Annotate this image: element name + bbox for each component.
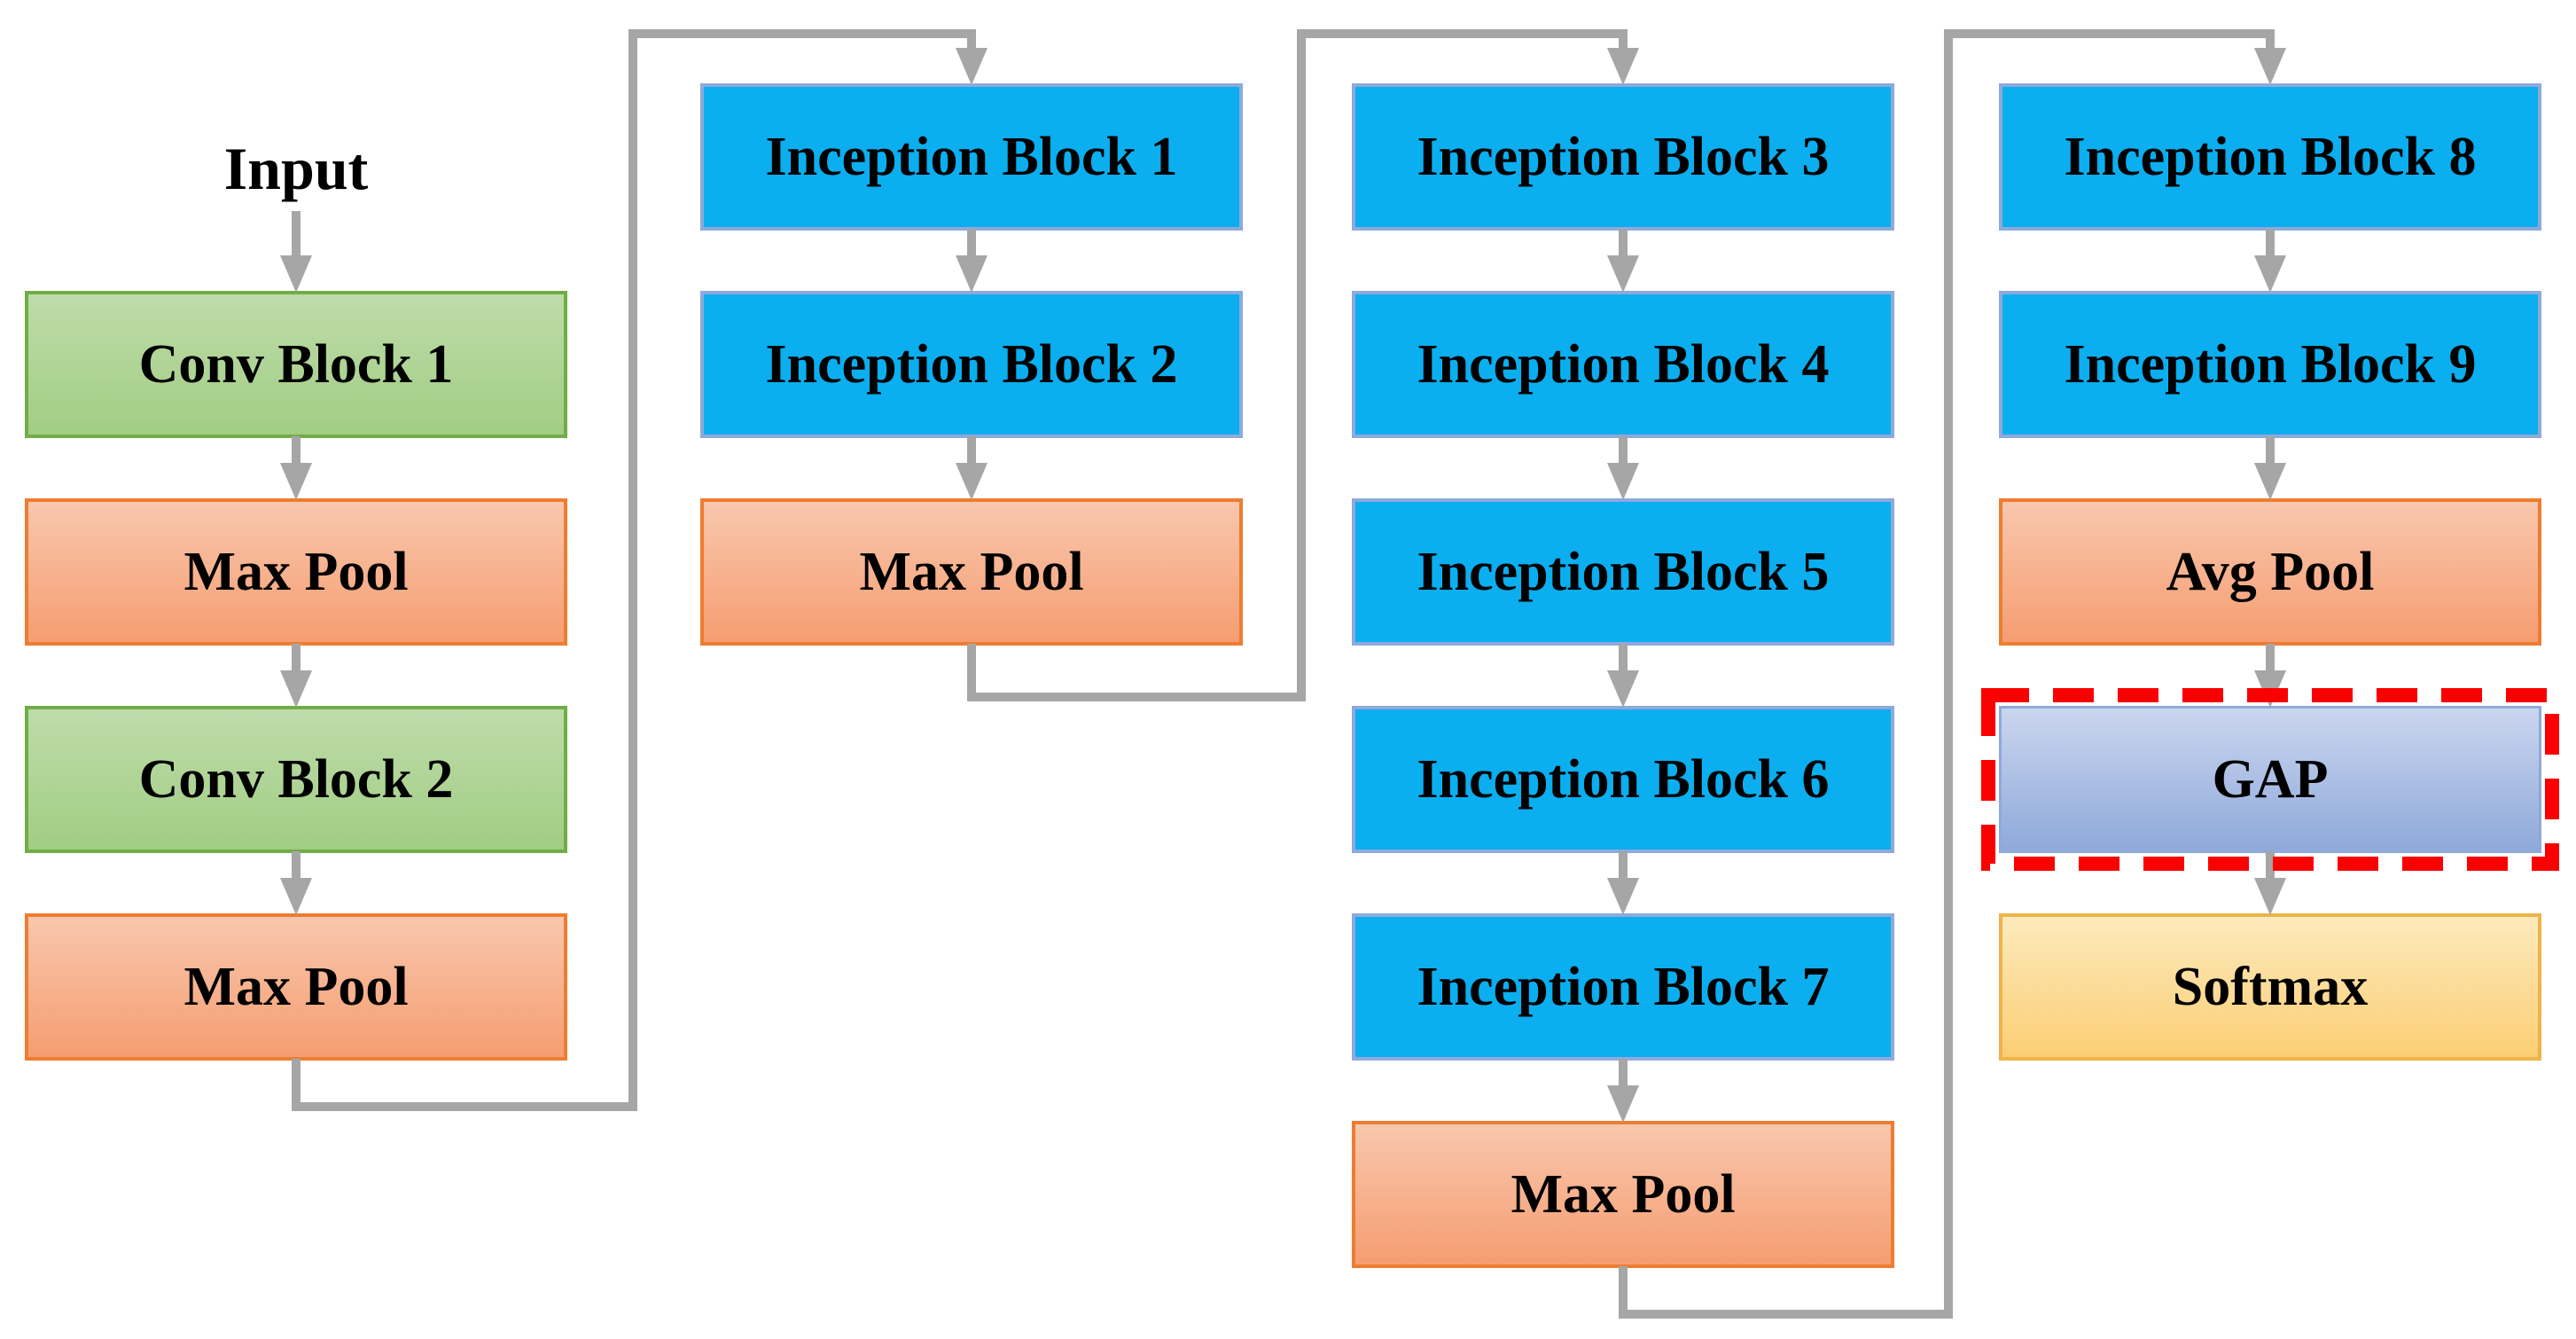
- block-gap: GAP: [1999, 706, 2541, 853]
- block-inception-block-4: Inception Block 4: [1352, 291, 1894, 438]
- block-label: Inception Block 7: [1417, 957, 1830, 1017]
- block-label: Inception Block 2: [765, 334, 1178, 395]
- flow-arrow-head: [2254, 463, 2286, 500]
- block-avg-pool: Avg Pool: [1999, 498, 2541, 646]
- flow-arrow-head: [1607, 255, 1639, 293]
- flow-arrow-input-head: [280, 255, 312, 293]
- flow-arrow-head: [1607, 463, 1639, 500]
- block-label: Inception Block 8: [2064, 127, 2477, 187]
- block-max-pool: Max Pool: [1352, 1121, 1894, 1268]
- block-label: Inception Block 1: [765, 127, 1178, 187]
- block-conv-block-2: Conv Block 2: [25, 706, 567, 853]
- block-max-pool: Max Pool: [25, 498, 567, 646]
- block-label: Softmax: [2172, 957, 2369, 1017]
- block-inception-block-2: Inception Block 2: [700, 291, 1243, 438]
- block-conv-block-1: Conv Block 1: [25, 291, 567, 438]
- block-inception-block-1: Inception Block 1: [700, 83, 1243, 231]
- block-inception-block-9: Inception Block 9: [1999, 291, 2541, 438]
- block-label: Inception Block 6: [1417, 749, 1830, 810]
- block-softmax: Softmax: [1999, 913, 2541, 1061]
- stage-connector-head: [2254, 48, 2286, 85]
- flow-arrow-head: [2254, 255, 2286, 293]
- block-max-pool: Max Pool: [700, 498, 1243, 646]
- block-label: Max Pool: [1510, 1164, 1736, 1225]
- flow-arrow-head: [1607, 1085, 1639, 1123]
- flow-arrow-head: [280, 463, 312, 500]
- block-label: Inception Block 5: [1417, 542, 1830, 602]
- flow-arrow-head: [1607, 878, 1639, 915]
- flow-arrow-head: [2254, 878, 2286, 915]
- flow-arrow-head: [280, 878, 312, 915]
- stage-connector-head: [956, 48, 987, 85]
- input-label: Input: [223, 135, 369, 202]
- flow-arrow-head: [956, 463, 987, 500]
- block-label: Inception Block 3: [1417, 127, 1830, 187]
- block-inception-block-3: Inception Block 3: [1352, 83, 1894, 231]
- flow-arrow-head: [1607, 670, 1639, 708]
- block-label: Max Pool: [859, 542, 1084, 602]
- flow-arrow-head: [956, 255, 987, 293]
- stage-connector-head: [1607, 48, 1639, 85]
- block-label: GAP: [2212, 749, 2329, 810]
- block-label: Conv Block 2: [138, 749, 454, 810]
- block-inception-block-6: Inception Block 6: [1352, 706, 1894, 853]
- block-label: Conv Block 1: [138, 334, 454, 395]
- flow-arrow-head: [280, 670, 312, 708]
- block-label: Max Pool: [183, 542, 409, 602]
- block-inception-block-8: Inception Block 8: [1999, 83, 2541, 231]
- block-label: Inception Block 9: [2064, 334, 2477, 395]
- block-label: Inception Block 4: [1417, 334, 1830, 395]
- block-inception-block-7: Inception Block 7: [1352, 913, 1894, 1061]
- flow-arrow-head: [2254, 670, 2286, 708]
- block-label: Avg Pool: [2166, 542, 2375, 602]
- block-inception-block-5: Inception Block 5: [1352, 498, 1894, 646]
- block-label: Max Pool: [183, 957, 409, 1017]
- block-max-pool: Max Pool: [25, 913, 567, 1061]
